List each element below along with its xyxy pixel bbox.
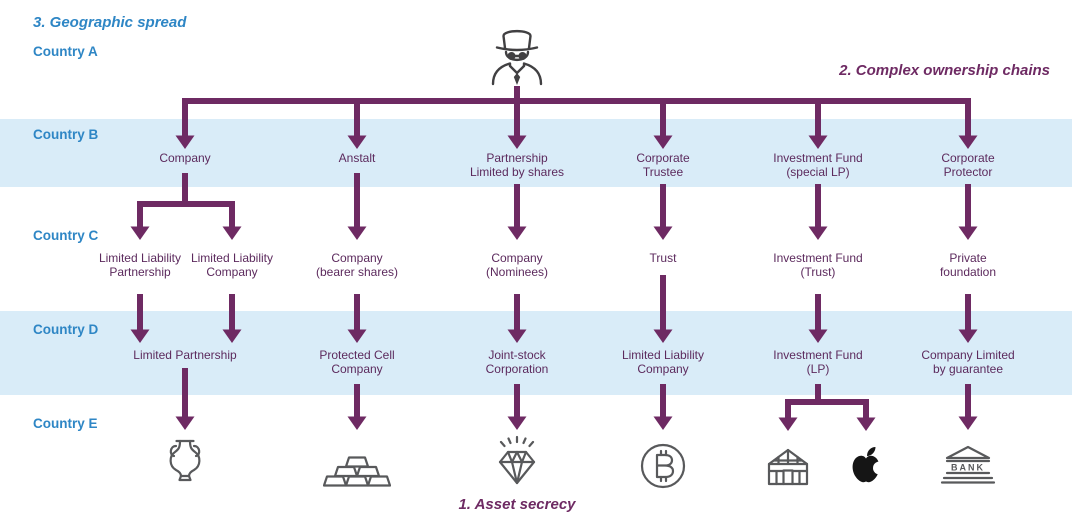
- geographic-spread-label: 3. Geographic spread: [33, 14, 187, 31]
- vase-icon: [169, 439, 201, 482]
- node-partnership-limited-by-shares: Partnership Limited by shares: [469, 151, 565, 179]
- node-limited-partnership: Limited Partnership: [133, 348, 237, 362]
- node-trust: Trust: [649, 251, 677, 265]
- country-e-label: Country E: [33, 416, 98, 431]
- country-d-label: Country D: [33, 322, 99, 337]
- country-a-label: Country A: [33, 44, 98, 59]
- node-limited-liability-partnership: Limited Liability Partnership: [98, 251, 182, 279]
- node-company-bearer-shares: Company (bearer shares): [315, 251, 399, 279]
- node-limited-liability-company-c: Limited Liability Company: [190, 251, 274, 279]
- country-b-label: Country B: [33, 127, 99, 142]
- country-c-label: Country C: [33, 228, 99, 243]
- anonymous-owner-icon: [491, 29, 543, 86]
- node-company-nominees: Company (Nominees): [485, 251, 548, 279]
- node-investment-fund-special-lp: Investment Fund (special LP): [773, 151, 863, 179]
- asset-secrecy-label: 1. Asset secrecy: [458, 496, 576, 513]
- complex-ownership-label: 2. Complex ownership chains: [839, 62, 1050, 79]
- country-b-band: [0, 119, 1072, 187]
- node-joint-stock-corporation: Joint-stock Corporation: [485, 348, 549, 376]
- country-d-band: [0, 311, 1072, 395]
- apple-icon: [852, 447, 886, 483]
- node-company: Company: [159, 151, 211, 165]
- node-anstalt: Anstalt: [338, 151, 376, 165]
- bank-icon-label: BANK: [951, 463, 985, 473]
- node-private-foundation: Private foundation: [939, 251, 997, 279]
- gold-bars-icon: [323, 456, 391, 487]
- node-investment-fund-trust: Investment Fund (Trust): [773, 251, 863, 279]
- diamond-icon: [498, 435, 536, 485]
- node-limited-liability-company-d: Limited Liability Company: [621, 348, 705, 376]
- node-corporate-protector: Corporate Protector: [941, 151, 995, 179]
- node-corporate-trustee: Corporate Trustee: [636, 151, 690, 179]
- node-company-limited-by-guarantee: Company Limited by guarantee: [921, 348, 1015, 376]
- node-investment-fund-lp: Investment Fund (LP): [773, 348, 863, 376]
- bitcoin-icon: [640, 443, 686, 489]
- bank-icon: BANK: [940, 445, 996, 484]
- greenhouse-icon: [767, 448, 809, 486]
- node-protected-cell-company: Protected Cell Company: [319, 348, 395, 376]
